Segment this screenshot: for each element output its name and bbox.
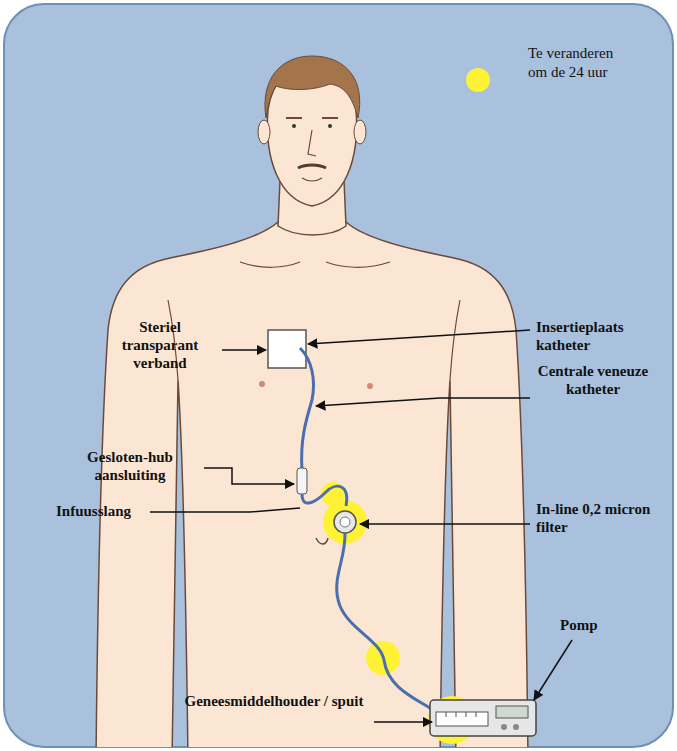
- legend-swatch: [466, 68, 490, 92]
- closed-hub-connector: [297, 468, 307, 494]
- part-label: Centrale veneuze katheter: [532, 362, 654, 398]
- part-label: Geneesmiddelhouder / spuit: [176, 692, 372, 710]
- inline-filter: [334, 511, 356, 533]
- legend-swatch: [464, 66, 492, 94]
- part-label: Steriel transparant verband: [102, 318, 218, 372]
- syringe: [436, 712, 488, 726]
- part-label: Infuusslang: [56, 502, 176, 520]
- part-label: In-line 0,2 micron filter: [536, 500, 666, 536]
- central-venous-catheter: [300, 348, 314, 470]
- pump: [430, 700, 536, 736]
- infusion-tube: [302, 486, 347, 506]
- part-label: Pomp: [560, 616, 640, 634]
- leader-lines: [150, 330, 572, 722]
- legend-text: Te veranderen om de 24 uur: [528, 44, 636, 82]
- patient-figure: [96, 56, 528, 747]
- part-label: Insertieplaats katheter: [536, 318, 666, 354]
- infusion-tube: [337, 533, 436, 712]
- part-label: Gesloten-hub aansluiting: [58, 448, 202, 484]
